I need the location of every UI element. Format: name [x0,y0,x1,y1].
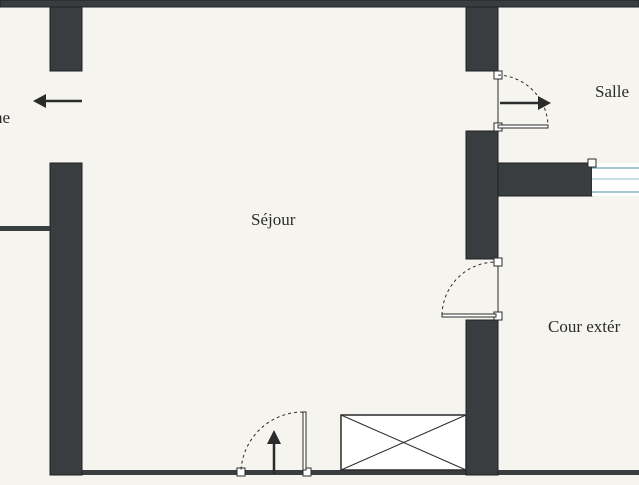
left-partition [0,226,50,231]
left-wall-lower [49,162,83,476]
shaft-cross-line [340,414,467,471]
right-wall-lower [465,319,499,476]
right-wall-branch [497,162,593,197]
right-wall-stub-top [465,6,499,72]
right-wall-middle [465,130,499,260]
arrow-up-icon [267,430,281,474]
door-swing [441,261,497,316]
door-leaf [302,411,307,471]
door-post [302,467,312,477]
left-wall-stub-top [49,6,83,72]
room-label-sejour: Séjour [251,210,296,229]
arrow-left-icon [33,94,82,108]
room-label-left: ne [0,108,11,127]
bottom-wall [82,470,639,475]
room-label-cour: Cour extér [548,317,621,336]
room-label-salle: Salle [595,82,629,101]
door-leaf [441,313,497,318]
window-post [587,158,597,168]
top-wall [0,0,639,8]
door-leaf [497,124,549,129]
arrow-right-icon [500,96,551,110]
door-post [493,257,503,267]
